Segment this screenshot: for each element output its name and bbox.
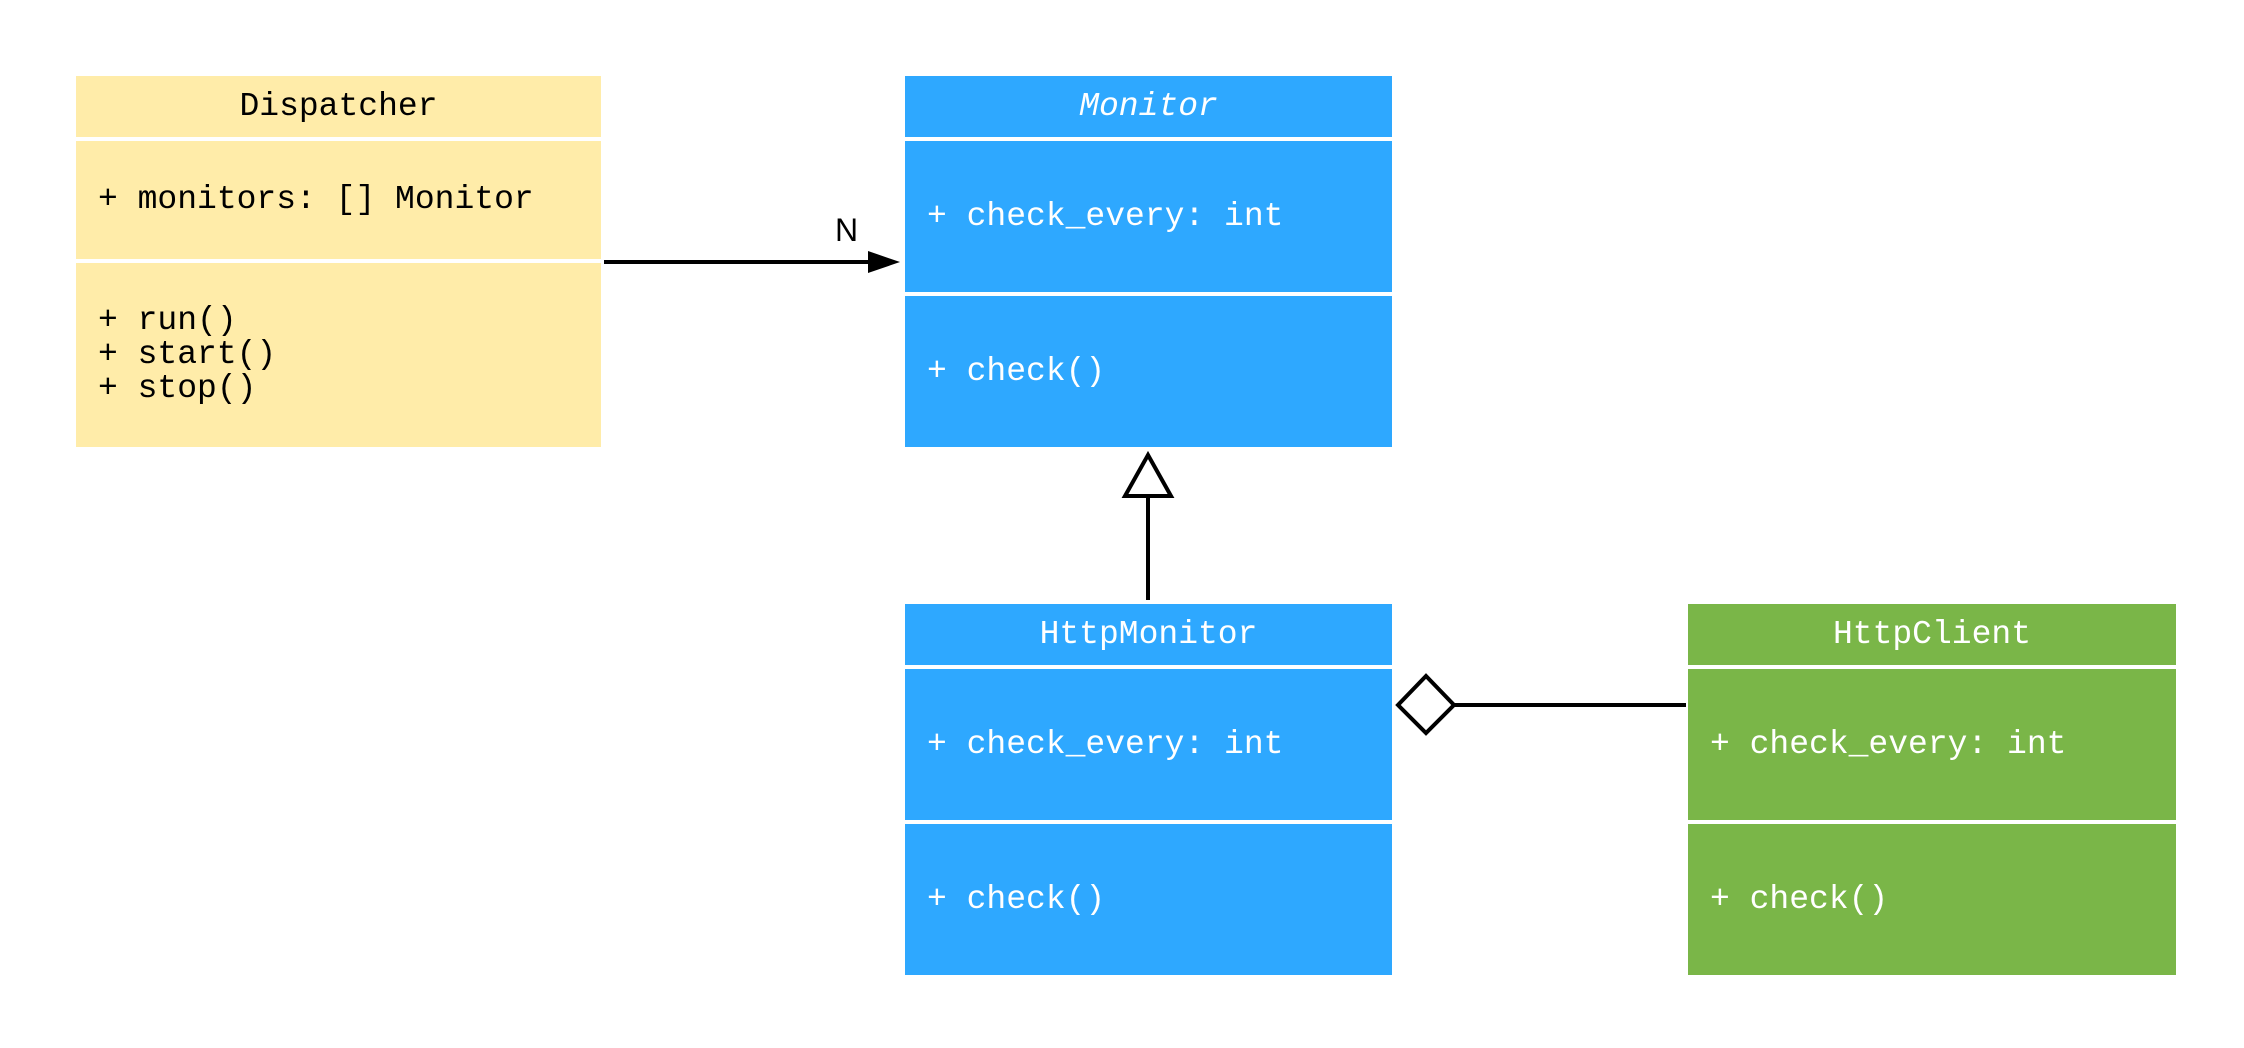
- aggregation-httpclient-httpmonitor: [1395, 673, 1686, 736]
- class-name: HttpMonitor: [905, 604, 1392, 665]
- class-name: HttpClient: [1688, 604, 2176, 665]
- association-dispatcher-monitor: [604, 251, 900, 273]
- class-http-client[interactable]: HttpClient + check_every: int + check(): [1688, 604, 2176, 975]
- methods-section: + check(): [905, 296, 1392, 447]
- multiplicity-label: N: [835, 212, 859, 248]
- hollow-triangle-icon: [1121, 450, 1175, 498]
- arrowhead-icon: [868, 251, 900, 273]
- generalization-httpmonitor-monitor: [1121, 450, 1175, 600]
- attributes-section: + check_every: int: [1688, 669, 2176, 820]
- methods-section: + check(): [905, 824, 1392, 975]
- hollow-diamond-icon: [1395, 673, 1457, 736]
- attributes-section: + monitors: [] Monitor: [76, 141, 601, 259]
- class-http-monitor[interactable]: HttpMonitor + check_every: int + check(): [905, 604, 1392, 975]
- methods-section: + check(): [1688, 824, 2176, 975]
- class-name: Dispatcher: [76, 76, 601, 137]
- attributes-section: + check_every: int: [905, 141, 1392, 292]
- class-name: Monitor: [905, 76, 1392, 137]
- class-dispatcher[interactable]: Dispatcher + monitors: [] Monitor + run(…: [76, 76, 601, 447]
- class-monitor[interactable]: Monitor + check_every: int + check(): [905, 76, 1392, 447]
- methods-section: + run() + start() + stop(): [76, 263, 601, 447]
- attributes-section: + check_every: int: [905, 669, 1392, 820]
